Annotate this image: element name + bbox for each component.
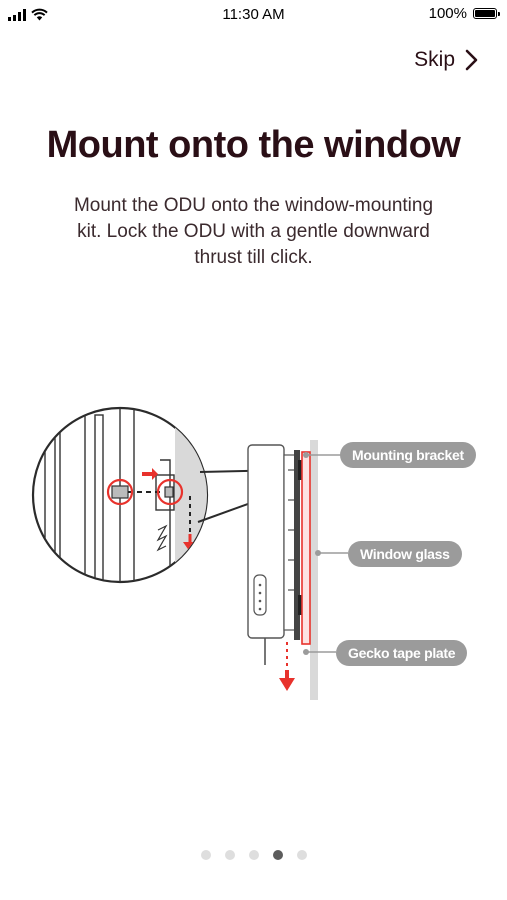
status-right: 100% xyxy=(428,5,500,22)
page-dot-4-active[interactable] xyxy=(272,850,283,860)
page-title: Mount onto the window xyxy=(46,124,461,166)
wifi-icon xyxy=(31,8,48,21)
page-dot-5[interactable] xyxy=(296,850,307,860)
label-window-glass: Window glass xyxy=(348,541,462,567)
label-gecko-tape-plate: Gecko tape plate xyxy=(336,640,468,666)
skip-button[interactable]: Skip xyxy=(414,48,479,72)
page-dot-2[interactable] xyxy=(224,850,235,860)
page-dot-3[interactable] xyxy=(248,850,259,860)
battery-icon xyxy=(473,8,500,19)
page-description: Mount the ODU onto the window-mounting k… xyxy=(73,195,434,268)
mounting-diagram xyxy=(31,406,348,700)
page-dot-1[interactable] xyxy=(200,850,211,860)
status-left xyxy=(8,8,48,21)
status-bar: 11:30 AM 100% xyxy=(0,0,507,30)
label-mounting-bracket: Mounting bracket xyxy=(340,442,476,468)
page-indicator[interactable] xyxy=(0,850,507,860)
status-time: 11:30 AM xyxy=(222,6,285,23)
battery-percent: 100% xyxy=(428,5,467,22)
skip-label: Skip xyxy=(414,48,455,71)
chevron-right-icon xyxy=(465,49,478,71)
mounting-illustration: Mounting bracket Window glass Gecko tape… xyxy=(30,400,500,710)
cellular-signal-icon xyxy=(8,8,26,21)
